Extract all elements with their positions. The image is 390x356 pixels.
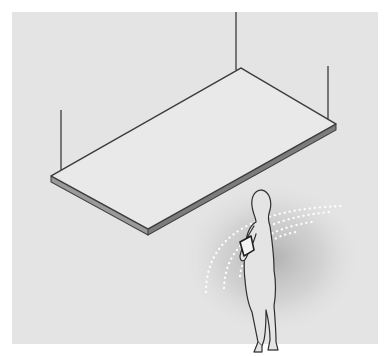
ceiling-panel — [50, 67, 337, 236]
standing-person — [239, 189, 279, 353]
person-foot-left — [253, 341, 263, 353]
signal-arc-1 — [256, 230, 298, 264]
panel-top — [50, 67, 337, 230]
handheld-device-icon — [239, 235, 255, 257]
person-foot-right — [267, 339, 279, 351]
